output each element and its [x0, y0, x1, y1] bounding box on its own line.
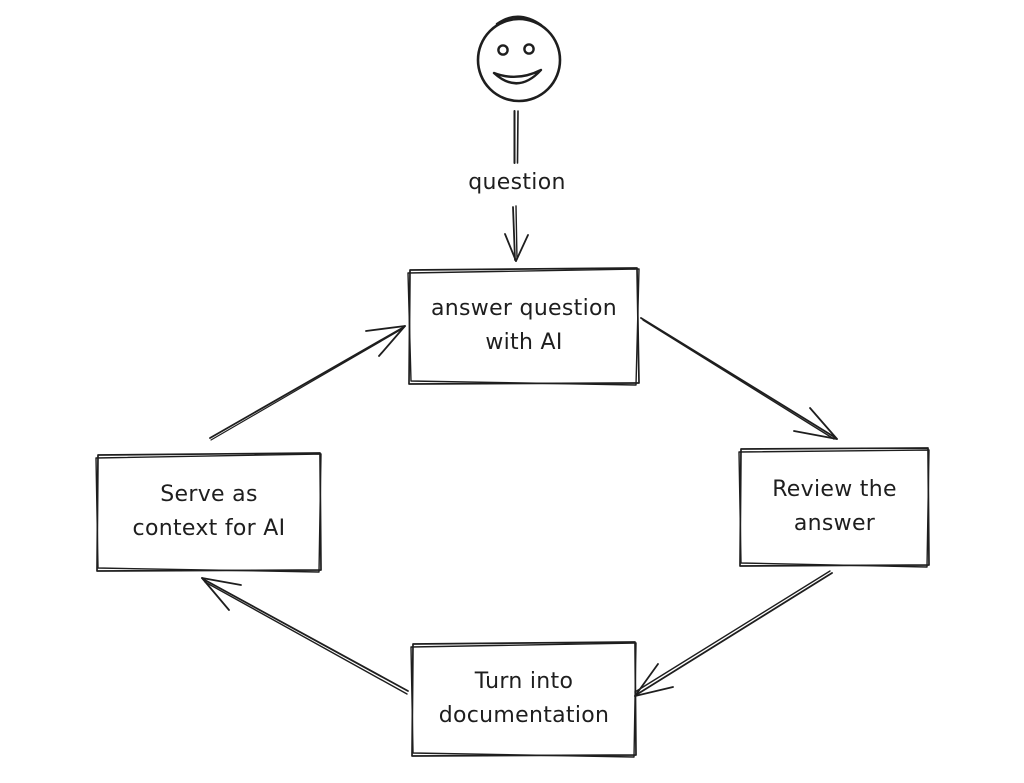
arrow-context-to-answer — [210, 326, 405, 440]
node-label-line: Turn into — [474, 669, 574, 694]
node-label-line: with AI — [485, 330, 563, 355]
node-box-turn-into-documentation — [411, 642, 636, 757]
node-label-line: context for AI — [132, 516, 286, 541]
arrow-documentation-to-context — [202, 578, 408, 694]
node-label-line: Review the — [772, 477, 897, 502]
smiley-face-icon — [478, 17, 560, 101]
node-box-answer-question-with-ai — [408, 268, 639, 385]
node-label-answer-question-with-ai: answer question with AI — [408, 267, 640, 385]
node-label-line: answer — [793, 511, 876, 536]
node-label-turn-into-documentation: Turn into documentation — [411, 641, 637, 757]
arrow-answer-to-review — [641, 318, 837, 439]
arrow-question-to-answer — [505, 206, 528, 261]
node-label-line: answer question — [431, 296, 617, 321]
node-label-serve-as-context-for-ai: Serve as context for AI — [96, 452, 322, 572]
node-label-line: documentation — [438, 703, 610, 728]
actor-connector-line — [515, 111, 519, 163]
node-box-serve-as-context-for-ai — [96, 453, 321, 572]
node-label-review-the-answer: Review the answer — [739, 447, 930, 567]
node-box-review-the-answer — [739, 448, 929, 567]
arrow-review-to-documentation — [635, 571, 832, 696]
edge-label-question: question — [468, 170, 566, 195]
node-label-line: Serve as — [160, 482, 258, 507]
